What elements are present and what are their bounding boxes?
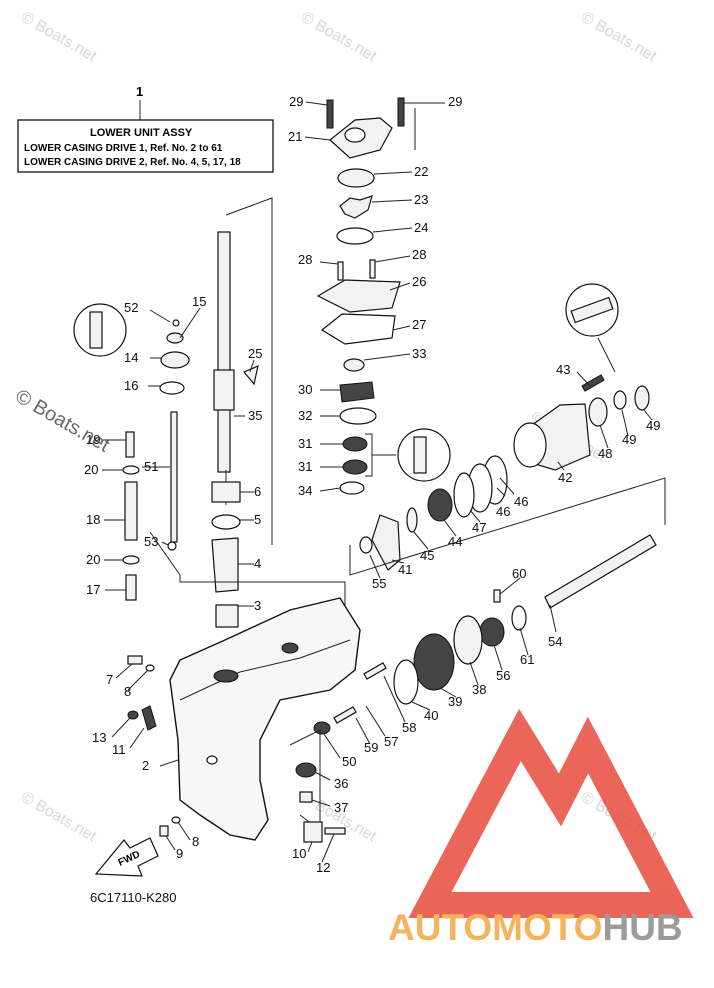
callout: 46 xyxy=(514,494,528,509)
watermark: © Boats.net xyxy=(18,789,100,846)
automotohub-logo: AUTOMOTOHUB xyxy=(388,708,694,948)
callout: 20 xyxy=(86,552,100,567)
callout: 39 xyxy=(448,694,462,709)
callout: 40 xyxy=(424,708,438,723)
watermark: © Boats.net xyxy=(298,9,380,66)
callout: 59 xyxy=(364,740,378,755)
callout: 45 xyxy=(420,548,434,563)
callout: 4 xyxy=(254,556,261,571)
callout-numbers: 29 29 21 22 23 24 28 28 26 27 33 30 32 3… xyxy=(84,94,660,875)
watermark: © Boats.net xyxy=(578,9,660,66)
callout: 43 xyxy=(556,362,570,377)
assy-line-1: LOWER CASING DRIVE 1, Ref. No. 2 to 61 xyxy=(24,143,223,154)
callout: 8 xyxy=(192,834,199,849)
leader-lines xyxy=(102,101,653,863)
callout: 47 xyxy=(472,520,486,535)
callout: 24 xyxy=(414,220,428,235)
callout: 33 xyxy=(412,346,426,361)
callout: 44 xyxy=(448,534,462,549)
callout: 29 xyxy=(289,94,303,109)
callout: 27 xyxy=(412,317,426,332)
callout: 9 xyxy=(176,846,183,861)
callout: 17 xyxy=(86,582,100,597)
callout: 36 xyxy=(334,776,348,791)
drive-shaft xyxy=(213,231,259,505)
callout: 55 xyxy=(372,576,386,591)
callout: 12 xyxy=(316,860,330,875)
propeller-shaft-group xyxy=(289,283,666,843)
callout: 38 xyxy=(472,682,486,697)
callout: 58 xyxy=(402,720,416,735)
callout: 57 xyxy=(384,734,398,749)
watermark: © Boats.net xyxy=(18,9,100,66)
callout: 16 xyxy=(124,378,138,393)
callout: 56 xyxy=(496,668,510,683)
callout: 19 xyxy=(86,432,100,447)
callout: 46 xyxy=(496,504,510,519)
callout: 48 xyxy=(598,446,612,461)
assy-title: LOWER UNIT ASSY xyxy=(90,127,193,139)
lower-unit-assy-box: 1 LOWER UNIT ASSY LOWER CASING DRIVE 1, … xyxy=(17,84,274,173)
shift-rod-group xyxy=(73,303,190,601)
callout: 20 xyxy=(84,462,98,477)
callout: 10 xyxy=(292,846,306,861)
fasteners-left xyxy=(127,655,181,837)
callout: 2 xyxy=(142,758,149,773)
callout: 60 xyxy=(512,566,526,581)
callout: 42 xyxy=(558,470,572,485)
callout: 22 xyxy=(414,164,428,179)
callout: 11 xyxy=(112,742,126,757)
callout: 41 xyxy=(398,562,412,577)
callout: 54 xyxy=(548,634,562,649)
callout: 37 xyxy=(334,800,348,815)
callout: 7 xyxy=(106,672,113,687)
callout: 28 xyxy=(412,247,426,262)
callout: 30 xyxy=(298,382,312,397)
callout: 13 xyxy=(92,730,106,745)
brand-part2: HUB xyxy=(602,907,682,948)
callout: 50 xyxy=(342,754,356,769)
callout: 52 xyxy=(124,300,138,315)
callout: 3 xyxy=(254,598,261,613)
callout: 49 xyxy=(646,418,660,433)
lower-casing xyxy=(149,531,361,841)
callout: 29 xyxy=(448,94,462,109)
assy-line-2: LOWER CASING DRIVE 2, Ref. No. 4, 5, 17,… xyxy=(24,157,241,168)
callout: 28 xyxy=(298,252,312,267)
callout: 6 xyxy=(254,484,261,499)
callout: 32 xyxy=(298,408,312,423)
callout: 34 xyxy=(298,483,312,498)
callout: 26 xyxy=(412,274,426,289)
callout: 51 xyxy=(144,459,158,474)
brand-text: AUTOMOTOHUB xyxy=(388,907,683,948)
fwd-arrow-icon: FWD xyxy=(94,837,159,877)
brand-part1: AUTOMOTO xyxy=(388,907,602,948)
callout: 61 xyxy=(520,652,534,667)
callout: 8 xyxy=(124,684,131,699)
callout: 21 xyxy=(288,129,302,144)
callout: 31 xyxy=(298,436,312,451)
callout: 49 xyxy=(622,432,636,447)
callout: 18 xyxy=(86,512,100,527)
callout: 14 xyxy=(124,350,138,365)
callout: 25 xyxy=(248,346,262,361)
water-pump-group xyxy=(225,97,416,545)
diagram-code: 6C17110-K280 xyxy=(90,890,177,905)
callout-1: 1 xyxy=(136,84,143,99)
callout: 31 xyxy=(298,459,312,474)
callout: 35 xyxy=(248,408,262,423)
callout: 5 xyxy=(254,512,261,527)
callout: 23 xyxy=(414,192,428,207)
callout: 15 xyxy=(192,294,206,309)
callout: 53 xyxy=(144,534,158,549)
